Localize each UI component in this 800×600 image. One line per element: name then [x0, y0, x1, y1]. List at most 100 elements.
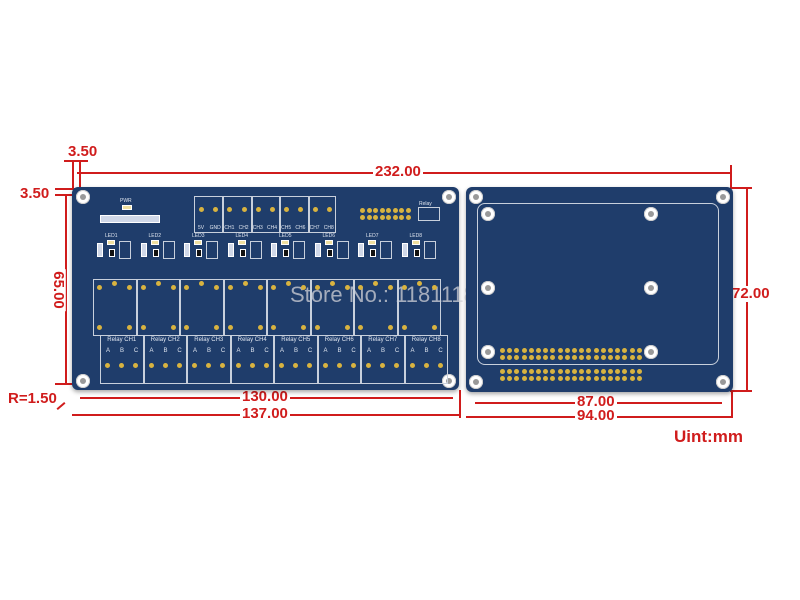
relay-pin	[401, 285, 407, 290]
header-pin	[379, 208, 385, 213]
led	[194, 240, 202, 245]
contact-label: C	[220, 348, 226, 354]
gpio-pin	[622, 348, 628, 353]
optocoupler	[380, 241, 392, 259]
relay-channel-label: Relay CH7	[368, 337, 398, 343]
gpio-pin	[629, 348, 635, 353]
relay-channel-label: Relay CH3	[194, 337, 224, 343]
screw-terminal	[380, 363, 385, 368]
relay-pin	[401, 325, 407, 330]
gpio-pin	[636, 369, 642, 374]
input-terminal-block	[194, 196, 336, 233]
gpio-pin	[500, 376, 505, 381]
unit-label: Uint:mm	[672, 427, 745, 446]
header-pin	[399, 208, 404, 213]
gpio-pin	[636, 376, 642, 381]
dim-right-width: 94.00	[575, 407, 617, 424]
relay-terminal-block	[404, 335, 448, 384]
relay-pin	[416, 281, 422, 286]
mount-hole	[716, 375, 730, 389]
gpio-pin	[543, 348, 549, 353]
contact-label: B	[337, 348, 342, 354]
mount-hole	[644, 281, 658, 295]
mount-hole	[76, 190, 90, 204]
terminal-pad	[298, 207, 304, 212]
relay-icon-box	[418, 207, 440, 221]
led-label: LED3	[192, 233, 205, 239]
dim-line-left-height	[65, 194, 67, 384]
contact-label: B	[163, 348, 168, 354]
relay-pin	[301, 285, 306, 290]
relay-terminal-block	[100, 335, 144, 384]
contact-label: A	[236, 348, 241, 354]
optocoupler	[293, 241, 305, 259]
watermark: Store No.: 1181118	[290, 282, 476, 307]
dim-corner-radius: R=1.50	[6, 390, 59, 407]
gpio-pin	[536, 355, 541, 360]
relay-pin	[214, 285, 219, 290]
terminal-divider	[222, 196, 225, 233]
relay-pin	[127, 325, 132, 330]
optocoupler	[423, 241, 436, 259]
optocoupler	[206, 241, 218, 259]
screw-terminal	[322, 363, 328, 368]
relay-pin	[388, 325, 393, 330]
gpio-pin	[586, 376, 592, 381]
gpio-pin	[572, 369, 577, 374]
gpio-pin	[564, 355, 570, 360]
dim-left-offset: 3.50	[18, 185, 52, 202]
gpio-pin	[543, 355, 549, 360]
led-label: LED5	[279, 233, 292, 239]
relay-pin	[140, 285, 146, 290]
gpio-pin	[521, 348, 527, 353]
relay-pin	[358, 325, 363, 330]
transistor	[196, 249, 202, 257]
screw-terminal	[133, 363, 138, 368]
resistor	[314, 243, 321, 257]
screw-terminal	[423, 363, 429, 368]
gpio-pin	[528, 348, 534, 353]
contact-label: A	[149, 348, 154, 354]
screw-terminal	[148, 363, 154, 368]
relay-pin	[431, 285, 437, 290]
transistor	[326, 249, 333, 257]
gpio-pin	[629, 376, 635, 381]
resistor	[97, 243, 103, 257]
gpio-pin	[521, 369, 527, 374]
screw-terminal	[105, 363, 110, 368]
led-label: LED4	[235, 233, 249, 239]
transistor	[413, 249, 420, 257]
terminal-pad	[227, 207, 233, 212]
gpio-pin	[600, 376, 606, 381]
gpio-pin	[507, 355, 513, 360]
gpio-pin	[507, 376, 513, 381]
header-pin	[379, 215, 385, 220]
relay-terminal-block	[361, 335, 405, 384]
gpio-pin	[629, 355, 635, 360]
relay-terminal-block	[187, 335, 231, 384]
contact-label: A	[279, 348, 284, 354]
contact-label: C	[438, 348, 443, 354]
terminal-label: CH5	[281, 225, 292, 231]
gpio-pin	[536, 376, 541, 381]
dim-ext-right-top	[730, 187, 752, 189]
gpio-pin	[622, 376, 628, 381]
relay-pin	[155, 281, 161, 286]
mount-hole	[442, 374, 456, 388]
contact-label: A	[323, 348, 328, 354]
screw-terminal	[235, 363, 241, 368]
led-label: LED2	[148, 233, 162, 239]
gpio-pin	[608, 355, 613, 360]
optocoupler	[249, 241, 262, 259]
contact-label: B	[380, 348, 385, 354]
terminal-divider	[250, 196, 253, 233]
led	[281, 240, 289, 245]
mount-hole	[716, 190, 730, 204]
contact-label: C	[394, 348, 400, 354]
dim-total-width: 232.00	[373, 163, 423, 180]
header-pin	[366, 215, 372, 220]
relay-pin	[199, 281, 204, 286]
relay-pin	[344, 325, 350, 330]
contact-label: B	[424, 348, 429, 354]
